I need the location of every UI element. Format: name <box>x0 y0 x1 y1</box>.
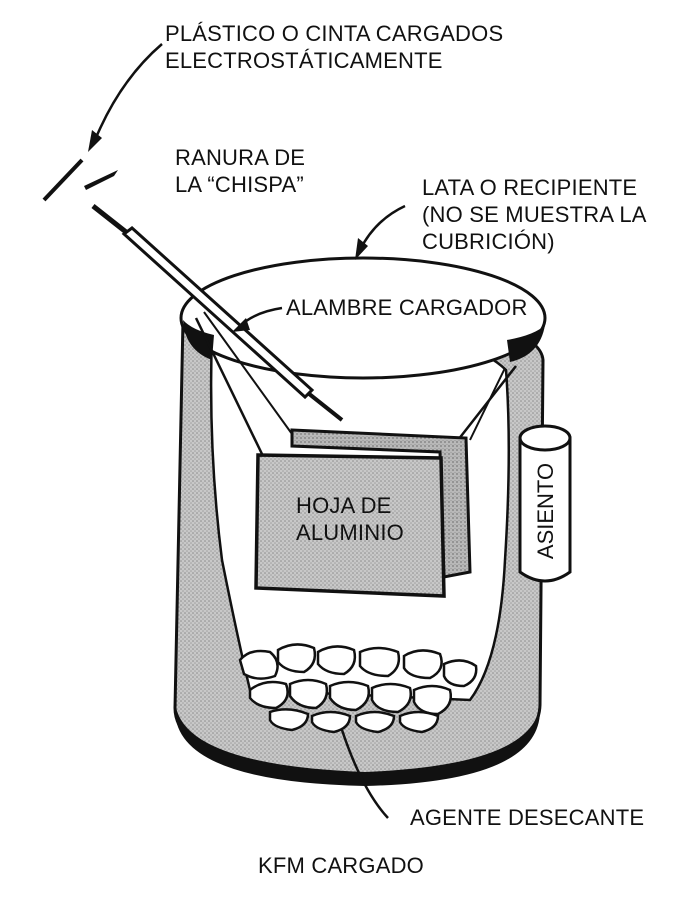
can-rim <box>179 256 547 380</box>
label-can-line1: LATA O RECIPIENTE <box>422 175 638 200</box>
label-can: LATA O RECIPIENTE (NO SE MUESTRA LA CUBR… <box>422 174 647 255</box>
label-charging-wire: ALAMBRE CARGADOR <box>286 295 528 320</box>
charged-plastic-strip <box>42 158 84 202</box>
figure-caption: KFM CARGADO <box>258 853 424 878</box>
label-spark-line1: RANURA DE <box>175 145 306 170</box>
desiccant-stones <box>238 643 478 734</box>
seat-cylinder <box>518 424 572 583</box>
label-spark-line2: LA “CHISPA” <box>175 172 304 197</box>
label-spark-gap: RANURA DE LA “CHISPA” <box>175 144 305 198</box>
label-plastic-line2: ELECTROSTÁTICAMENTE <box>165 48 443 73</box>
label-foil-line2: ALUMINIO <box>296 520 404 545</box>
label-plastic: PLÁSTICO O CINTA CARGADOS ELECTROSTÁTICA… <box>165 20 503 74</box>
label-can-line3: CUBRICIÓN) <box>422 229 555 254</box>
label-foil-line1: HOJA DE <box>296 493 392 518</box>
foil-front-leaf <box>254 453 446 598</box>
label-aluminum-foil: HOJA DE ALUMINIO <box>296 492 404 546</box>
label-seat: ASIENTO <box>533 462 558 560</box>
can-bottom-rim <box>175 700 540 786</box>
charging-wire <box>121 226 315 400</box>
label-can-line2: (NO SE MUESTRA LA <box>422 202 647 227</box>
label-desiccant: AGENTE DESECANTE <box>410 805 645 830</box>
label-plastic-line1: PLÁSTICO O CINTA CARGADOS <box>165 21 504 46</box>
